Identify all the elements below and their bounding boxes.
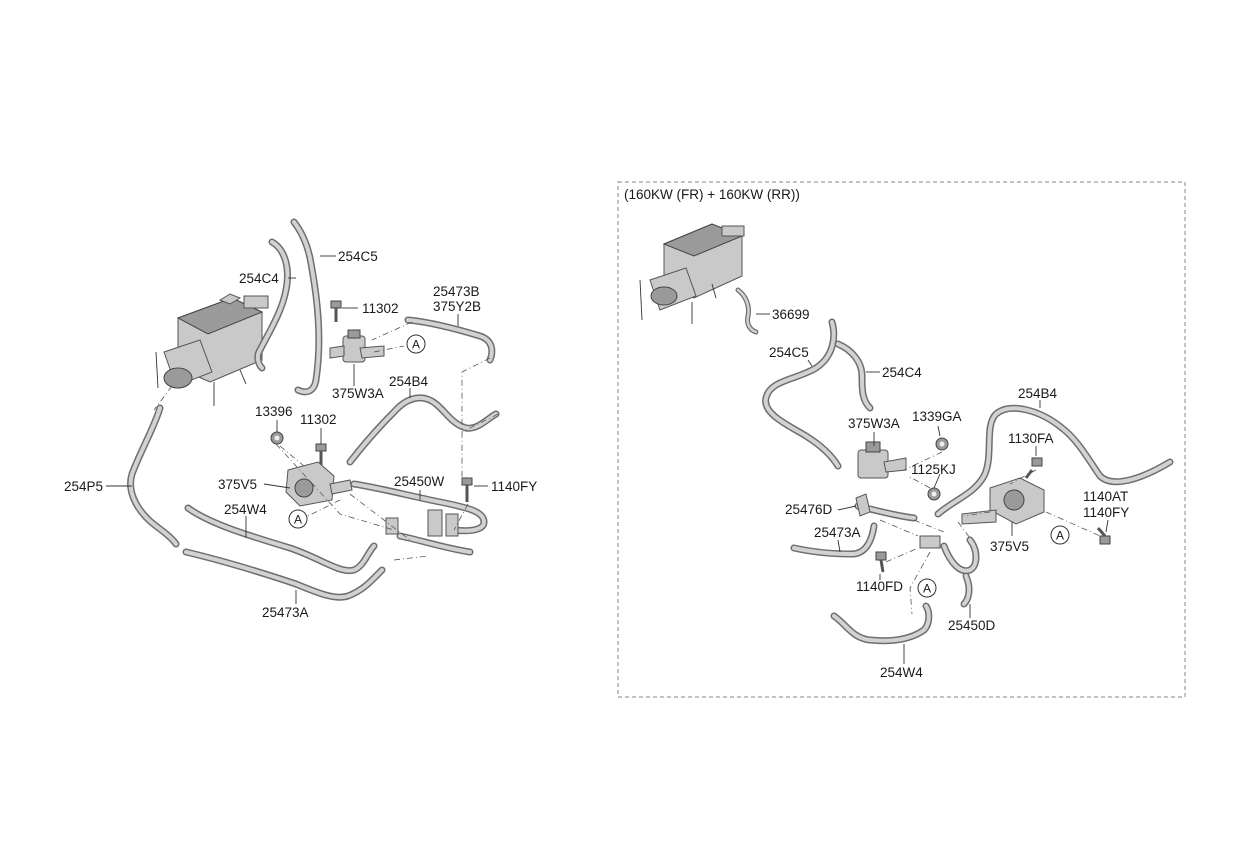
label-254b4: 254B4 [1018, 386, 1058, 401]
label-254c4: 254C4 [882, 365, 922, 380]
label-375y2b: 375Y2B [433, 299, 481, 314]
variant-frame [617, 181, 1186, 698]
left-hose-254p5 [127, 404, 180, 548]
label-254w4: 254W4 [880, 665, 923, 680]
label-1140fd: 1140FD [856, 579, 903, 594]
label-375v5: 375V5 [218, 477, 257, 492]
right-hose-254c5 [762, 318, 842, 470]
left-nut-13396 [270, 431, 284, 445]
left-hose-25473b [404, 316, 496, 364]
left-heater-unit [155, 293, 269, 406]
variant-title: (160KW (FR) + 160KW (RR)) [624, 187, 800, 202]
right-nut-1339ga [935, 437, 949, 451]
label-254w4: 254W4 [224, 502, 267, 517]
right-hose-254w4 [830, 602, 933, 645]
left-hose-254c4 [254, 238, 291, 372]
right-heater-unit [639, 223, 745, 324]
right-bolt-1140fd [875, 551, 887, 573]
svg-text:A: A [412, 338, 420, 352]
label-25476d: 25476D [785, 502, 833, 517]
left-pipe-25450w [350, 480, 488, 556]
label-1130fa: 1130FA [1008, 431, 1054, 446]
left-ref-a-upper: A [406, 334, 426, 354]
right-bolt-1130fa [1024, 457, 1043, 479]
label-375w3a: 375W3A [332, 386, 384, 401]
label-1140fy: 1140FY [491, 479, 537, 494]
right-pump-375v5 [961, 477, 1045, 525]
right-pipe-25476d [854, 493, 918, 522]
left-bolt-11302-top [330, 300, 342, 322]
svg-text:A: A [923, 582, 931, 596]
left-pump-375v5 [285, 461, 353, 507]
label-254b4: 254B4 [389, 374, 429, 389]
left-hose-254b4 [346, 394, 500, 466]
right-hose-254c4 [834, 340, 874, 412]
label-254c5: 254C5 [769, 345, 809, 360]
right-hose-36699 [735, 287, 759, 335]
label-11302-mid: 11302 [300, 412, 337, 427]
right-assembly: (160KW (FR) + 160KW (RR)) [617, 181, 1186, 698]
label-375w3a: 375W3A [848, 416, 900, 431]
label-1140fy: 1140FY [1083, 505, 1129, 520]
label-254p5: 254P5 [64, 479, 103, 494]
label-1140at: 1140AT [1083, 489, 1128, 504]
label-13396: 13396 [255, 404, 293, 419]
label-25450w: 25450W [394, 474, 445, 489]
svg-text:A: A [294, 513, 302, 527]
label-254c4: 254C4 [239, 271, 279, 286]
left-valve-375w3a [329, 329, 385, 363]
left-hose-25473a [182, 548, 386, 601]
right-valve-375w3a [857, 441, 907, 479]
right-hose-25473a [790, 522, 878, 558]
right-ref-a-right: A [1050, 525, 1070, 545]
label-25473b: 25473B [433, 284, 480, 299]
label-25473a: 25473A [814, 525, 861, 540]
label-1125kj: 1125KJ [911, 462, 956, 477]
left-hose-254w4 [184, 504, 378, 575]
left-ref-a-lower: A [288, 509, 308, 529]
label-1339ga: 1339GA [912, 409, 962, 424]
right-bolt-1140at [1096, 527, 1111, 545]
right-bolt-1125kj [927, 487, 941, 501]
right-pipe-25450d [919, 535, 980, 608]
left-hose-254c5 [290, 218, 323, 396]
label-25473a: 25473A [262, 605, 309, 620]
label-25450d: 25450D [948, 618, 996, 633]
right-hose-254b4 [934, 404, 1174, 518]
label-254c5: 254C5 [338, 249, 378, 264]
svg-text:A: A [1056, 529, 1064, 543]
left-bolt-1140fy [461, 477, 473, 502]
left-assembly: 254C5 254C4 25473B 375Y2B 11302 375W3A 2… [64, 218, 537, 620]
right-ref-a-lower: A [917, 578, 937, 598]
label-36699: 36699 [772, 307, 810, 322]
label-11302-top: 11302 [362, 301, 399, 316]
label-375v5: 375V5 [990, 539, 1029, 554]
